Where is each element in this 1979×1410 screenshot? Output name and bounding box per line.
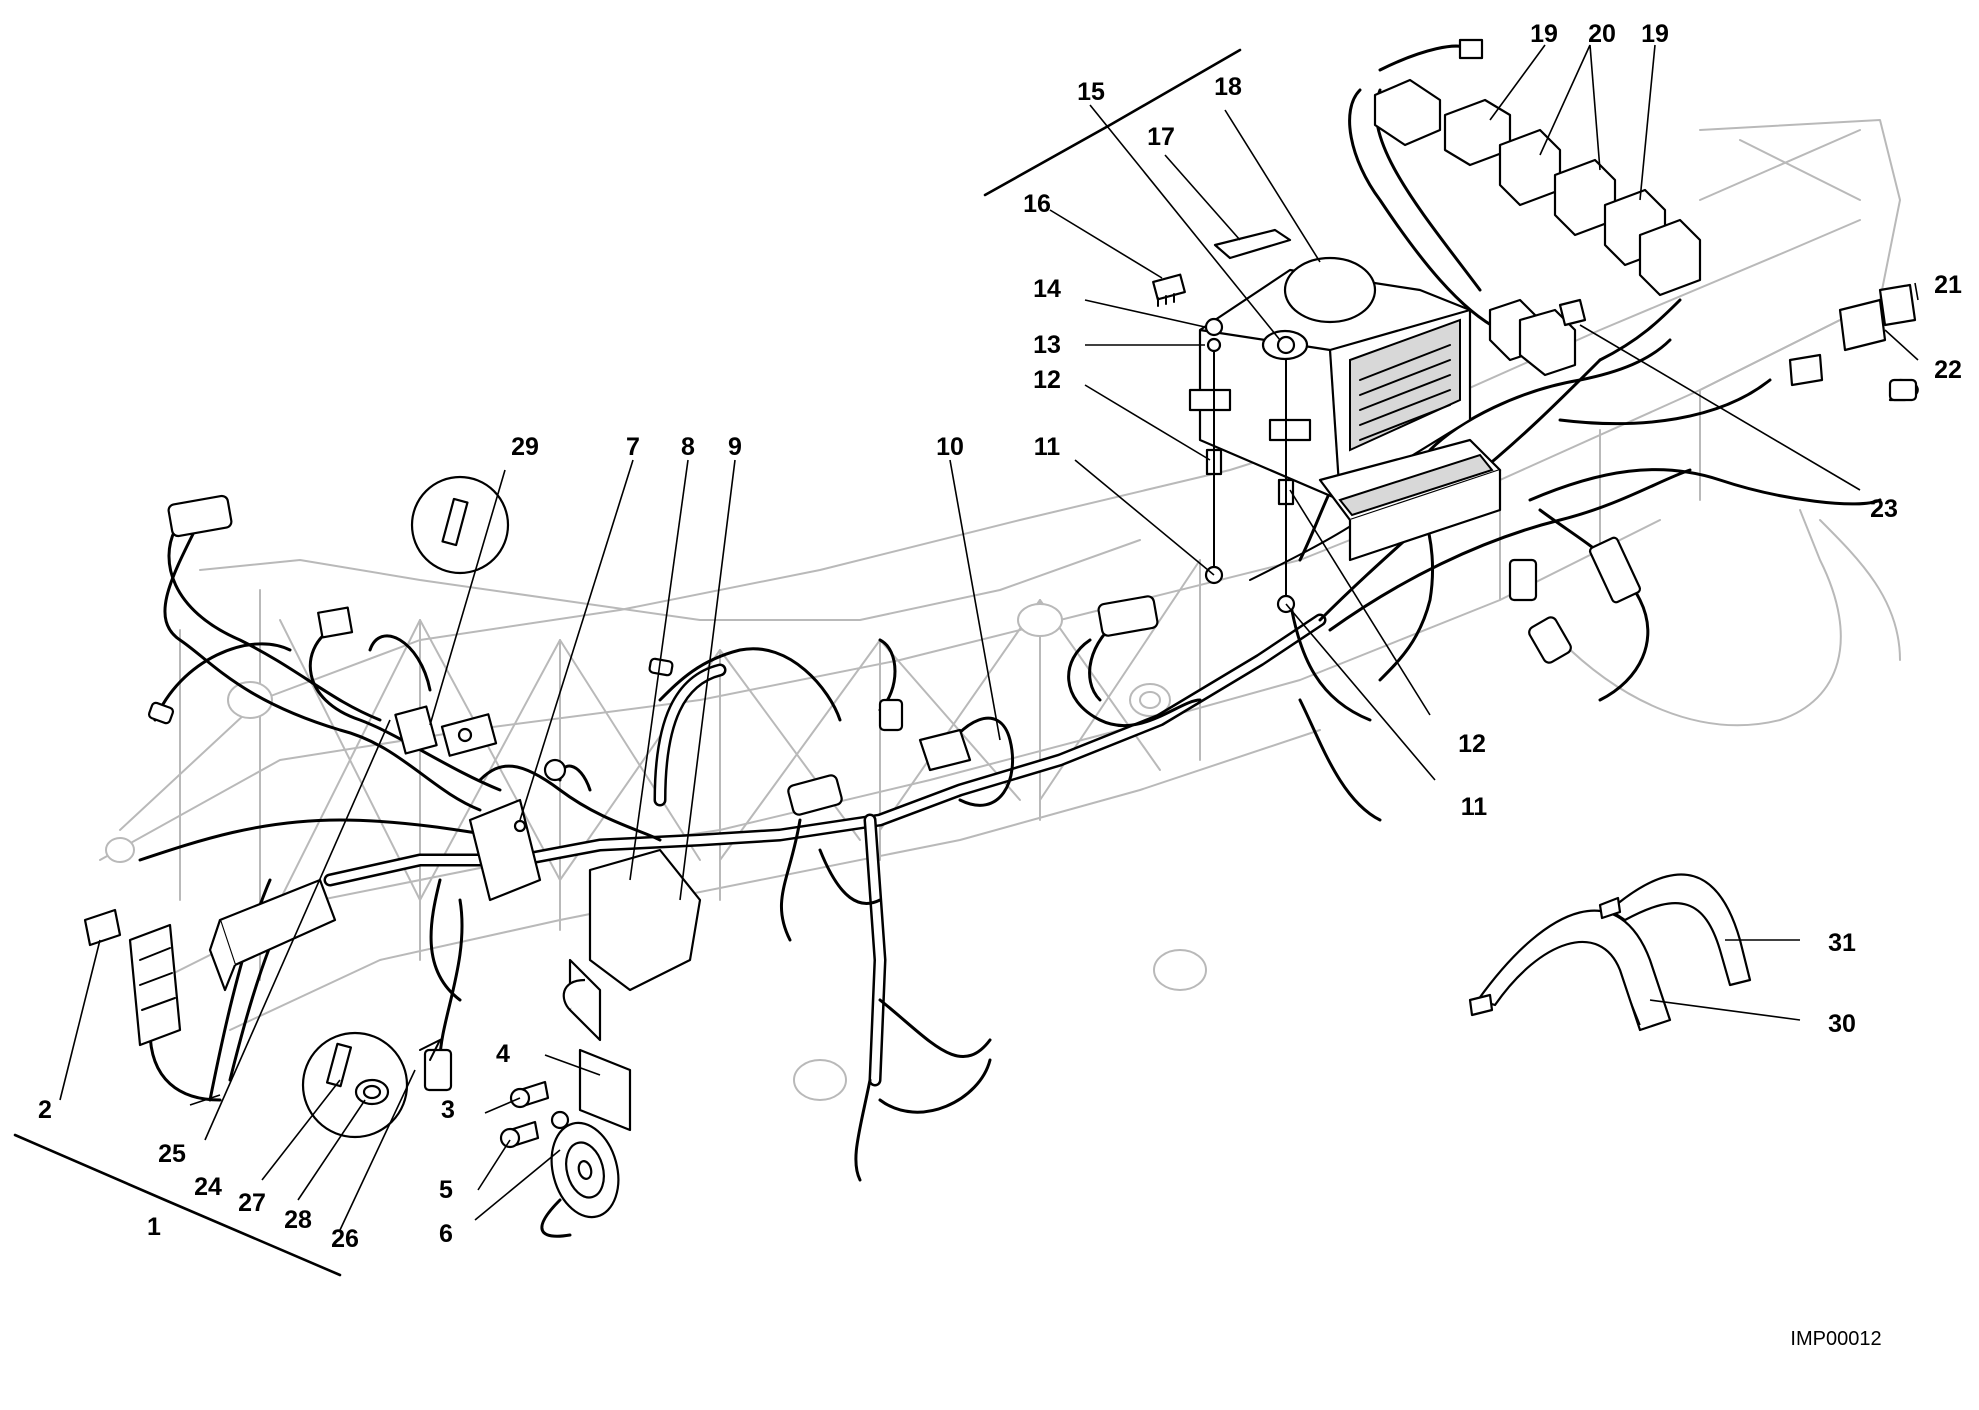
fuse-boxes (1488, 283, 1919, 402)
plug-connector-25 (128, 923, 182, 1047)
callout-31: 31 (1828, 929, 1856, 957)
callout-7: 7 (626, 433, 640, 461)
callout-15: 15 (1077, 78, 1105, 106)
plug-connector-2 (83, 908, 122, 947)
callout-19-left: 19 (1530, 20, 1558, 48)
callout-6: 6 (439, 1220, 453, 1248)
callout-12-top: 12 (1033, 366, 1061, 394)
callout-25: 25 (158, 1140, 186, 1168)
callout-5: 5 (439, 1176, 453, 1204)
cable-clamps (1468, 873, 1752, 1032)
fasteners (499, 1080, 550, 1149)
callout-14: 14 (1033, 275, 1061, 303)
cover-plate (1213, 228, 1292, 260)
grommet-26 (419, 1037, 453, 1092)
callout-labels: 1 2 3 4 5 6 7 8 9 10 11 11 12 12 13 14 1… (38, 20, 1962, 1253)
sensor-connectors (147, 378, 1918, 816)
callout-29: 29 (511, 433, 539, 461)
group-bracket-15 (983, 48, 1242, 197)
terminal-detail-29 (410, 475, 510, 575)
callout-4: 4 (496, 1040, 510, 1068)
small-connector-16 (1152, 273, 1186, 307)
callout-24: 24 (194, 1173, 222, 1201)
relay-group (1373, 38, 1702, 297)
figure-reference-code: IMP00012 (1790, 1328, 1881, 1350)
ignition-coil (562, 848, 702, 1042)
engine-control-unit (1198, 256, 1472, 502)
callout-2: 2 (38, 1096, 52, 1124)
group-bracket-1 (13, 1133, 342, 1277)
callout-30: 30 (1828, 1010, 1856, 1038)
callout-11-bottom: 11 (1461, 793, 1488, 821)
leader-lines (59, 44, 1919, 1231)
callout-19-right: 19 (1641, 20, 1669, 48)
motorcycle-frame (99, 119, 1901, 1101)
callout-11-top: 11 (1034, 433, 1061, 461)
brackets-front (468, 798, 542, 902)
callout-16: 16 (1023, 190, 1051, 218)
ecu-mounting-hardware (1188, 317, 1312, 614)
callout-27: 27 (238, 1189, 266, 1217)
callout-8: 8 (681, 433, 695, 461)
callout-23: 23 (1870, 495, 1898, 523)
callout-12-bottom: 12 (1458, 730, 1486, 758)
callout-26: 26 (331, 1225, 359, 1253)
callout-13: 13 (1033, 331, 1061, 359)
voltage-regulator (1318, 438, 1502, 562)
callout-10: 10 (936, 433, 964, 461)
terminal-detail-27-28 (301, 1031, 409, 1139)
callout-22: 22 (1934, 356, 1962, 384)
rectifier-housing (208, 878, 337, 992)
callout-18: 18 (1214, 73, 1242, 101)
callout-20: 20 (1588, 20, 1616, 48)
callout-1: 1 (147, 1213, 161, 1241)
horn (540, 1048, 632, 1238)
callout-28: 28 (284, 1206, 312, 1234)
callout-17: 17 (1147, 123, 1175, 151)
callout-3: 3 (441, 1096, 455, 1124)
callout-21: 21 (1934, 271, 1962, 299)
callout-9: 9 (728, 433, 742, 461)
